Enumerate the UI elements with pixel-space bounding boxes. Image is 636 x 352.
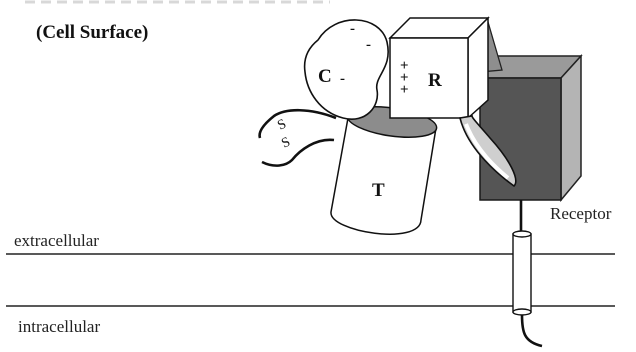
r-domain: R + + + <box>388 16 490 120</box>
disulfide-s-label-1: S <box>275 117 288 134</box>
receptor-side-face <box>560 54 582 203</box>
disulfide-strand-upper <box>258 108 337 139</box>
r-receptor-binding-loop <box>459 115 517 188</box>
cylinder-bottom <box>512 308 532 316</box>
t-domain: T <box>330 106 438 235</box>
r-receptor-loop-highlight <box>464 123 510 180</box>
cylinder-top <box>512 230 532 238</box>
c-domain: C - - - <box>303 19 389 120</box>
c-domain-label: C <box>318 66 332 87</box>
r-domain-front-face <box>389 37 469 119</box>
r-charge-2: + <box>400 70 409 86</box>
transmembrane-cylinder <box>512 230 532 316</box>
cytoplasmic-tail <box>520 314 543 348</box>
c-charge-2: - <box>350 21 355 37</box>
intracellular-label: intracellular <box>18 317 100 336</box>
c-charge-3: - <box>366 37 371 53</box>
extracellular-label: extracellular <box>14 231 99 250</box>
disulfide-s-label-2: S <box>279 135 292 152</box>
t-domain-label: T <box>372 180 385 201</box>
r-charge-1: + <box>400 58 409 74</box>
receptor-front-face <box>479 77 562 201</box>
cylinder-body <box>512 233 532 313</box>
receptor-label: Receptor <box>550 204 612 223</box>
c-charge-1: - <box>340 71 345 87</box>
t-domain-body <box>330 117 437 235</box>
heading-cell-surface: (Cell Surface) <box>36 22 148 43</box>
r-charge-3: + <box>400 82 409 98</box>
r-domain-label: R <box>428 70 442 91</box>
receptor-block <box>478 54 583 203</box>
c-domain-body <box>303 19 389 120</box>
disulfide-strand-lower <box>261 138 335 167</box>
